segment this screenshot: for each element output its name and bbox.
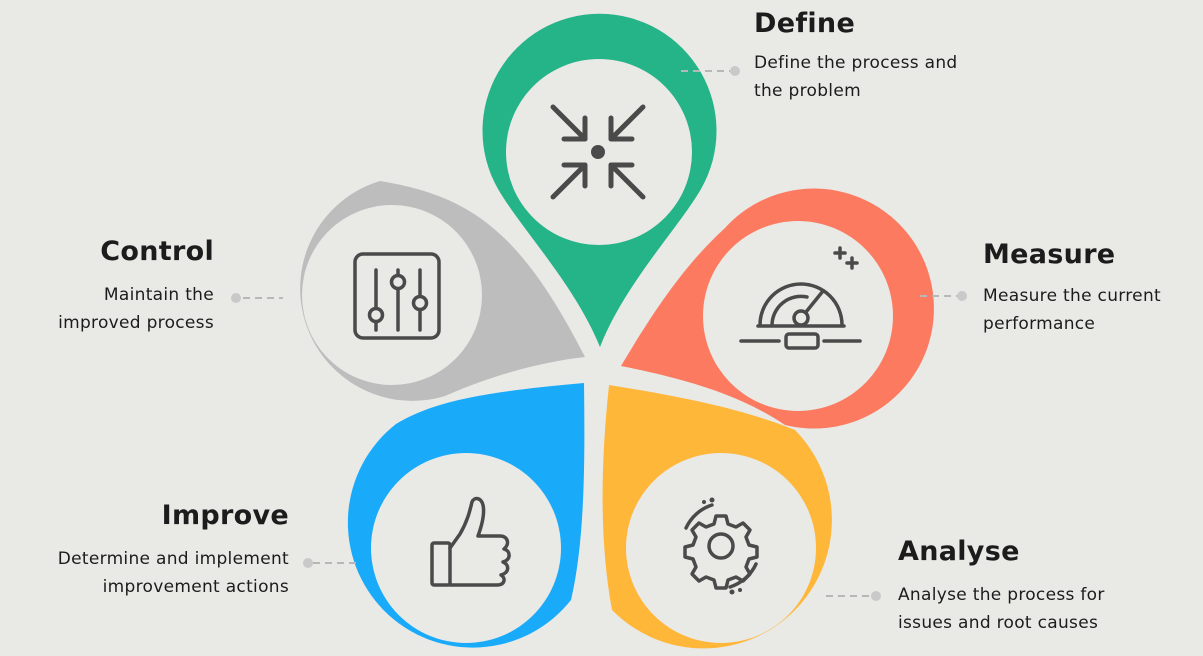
improve-desc-line-1: Determine and implement: [57, 549, 289, 569]
analyse-title: Analyse: [898, 536, 1020, 567]
connector-lines: [243, 70, 958, 597]
gear-cycle-icon: [683, 497, 759, 595]
measure-title: Measure: [983, 239, 1116, 270]
control-desc-line-2: improved process: [58, 313, 214, 333]
define-desc-line-1: Define the process and: [754, 53, 958, 73]
control-petal: [300, 181, 585, 401]
define-title: Define: [754, 8, 856, 39]
measure-desc-line-1: Measure the current: [983, 286, 1161, 306]
define-desc-line-2: the problem: [754, 81, 861, 101]
improve-desc-line-2: improvement actions: [102, 577, 289, 597]
control-title: Control: [100, 236, 214, 267]
define-label: Define Define the process and the proble…: [754, 8, 958, 105]
improve-label: Improve Determine and implement improvem…: [58, 500, 289, 601]
control-label: Control Maintain the improved process: [58, 236, 214, 337]
improve-title: Improve: [161, 500, 289, 531]
thumbs-up-icon: [430, 496, 511, 587]
analyse-label: Analyse Analyse the process for issues a…: [898, 536, 1105, 637]
measure-label: Measure Measure the current performance: [983, 239, 1161, 338]
sliders-icon: [353, 252, 441, 340]
collapse-arrows-icon: [550, 104, 646, 200]
analyse-desc-line-1: Analyse the process for: [898, 585, 1105, 605]
analyse-desc-line-2: issues and root causes: [898, 613, 1099, 633]
control-desc-line-1: Maintain the: [103, 285, 214, 305]
improve-petal: [347, 383, 585, 648]
connector-dots: [231, 66, 967, 601]
gauge-icon: [739, 246, 862, 350]
measure-desc-line-2: performance: [983, 314, 1096, 334]
